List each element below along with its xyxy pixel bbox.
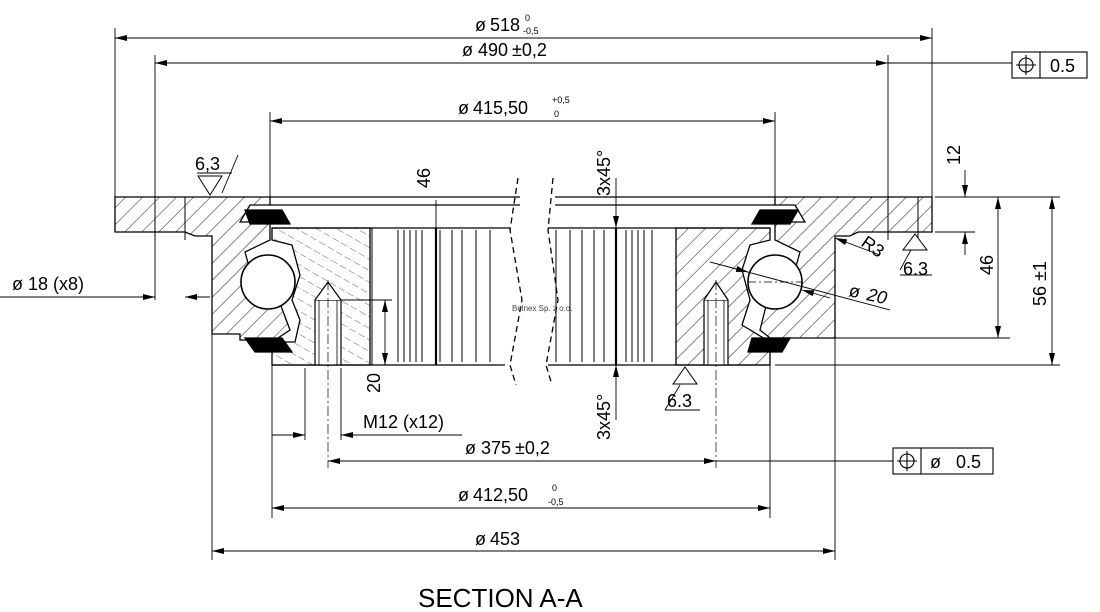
dim-d453-value: 453 (490, 529, 520, 549)
gear-teeth-right (555, 228, 677, 365)
dim-chamfer-bottom: 3x45° (594, 394, 614, 440)
dim-thread-text: M12 (x12) (363, 412, 444, 432)
dim-d375-symbol: ø (465, 438, 476, 458)
dim-height-total: 56 ±1 (1030, 261, 1050, 306)
seal-top-right (750, 209, 800, 225)
tolerance-frame-bottom (892, 447, 994, 475)
dim-radius: R3 (858, 232, 888, 262)
bearing-section (114, 177, 933, 468)
roughness-symbol-right (902, 233, 928, 251)
dim-d415-tol-lower: 0 (554, 109, 559, 119)
dim-d518-value: 518 (490, 15, 520, 35)
seal-bottom-right (747, 337, 792, 353)
dim-ball-value: 20 (864, 284, 889, 308)
dim-d490-tol: ±0,2 (512, 40, 547, 60)
dim-d453-symbol: ø (475, 529, 486, 549)
dim-holes-text: 18 (x8) (28, 274, 84, 294)
dim-ball-symbol: ø (847, 280, 862, 302)
dim-d375-tol: ±0,2 (515, 438, 550, 458)
watermark: Belnex Sp. z o.o. (512, 304, 572, 313)
dim-d415-tol-upper: +0,5 (552, 95, 570, 105)
dim-d375-value: 375 (481, 438, 511, 458)
dim-d412-tol-upper: 0 (552, 483, 557, 493)
tolerance-bottom-diameter: ø (930, 452, 941, 472)
dim-flange-12: 12 (944, 145, 964, 165)
outer-ring-left (114, 196, 291, 341)
break-line-left (509, 177, 523, 386)
dim-chamfer-top: 3x45° (594, 150, 614, 196)
tolerance-top-value: 0.5 (1050, 56, 1075, 76)
ball-left (240, 254, 296, 310)
dim-d415-symbol: ø (458, 98, 469, 118)
dim-d412-value: 412,50 (473, 485, 528, 505)
dim-d490-symbol: ø (462, 40, 473, 60)
seal-top-left (244, 209, 292, 225)
dim-d518-tol-upper: 0 (525, 13, 530, 23)
gear-teeth-left (371, 228, 491, 365)
dim-thread-depth: 20 (364, 373, 384, 393)
tolerance-bottom-value: 0.5 (956, 452, 981, 472)
dim-height-46-right: 46 (977, 255, 997, 275)
break-line-right (545, 177, 559, 386)
tolerance-frame-top (1011, 51, 1088, 79)
dim-d518-symbol: ø (475, 15, 486, 35)
dim-d518-tol-lower: -0,5 (523, 26, 539, 36)
dim-holes-symbol: ø (12, 274, 23, 294)
roughness-symbol-left (197, 175, 223, 196)
threaded-hole-right (703, 280, 729, 468)
roughness-symbols (197, 175, 928, 385)
dimension-lines (0, 28, 1060, 560)
section-title: SECTION A-A (418, 583, 583, 612)
dim-d412-symbol: ø (458, 485, 469, 505)
dimension-texts: ø 518 0 -0,5 ø 490 ±0,2 ø 415,50 +0,5 0 … (12, 13, 1075, 612)
roughness-right-value: 6.3 (903, 259, 928, 279)
dim-d415-value: 415,50 (473, 98, 528, 118)
dim-d490-value: 490 (478, 40, 508, 60)
roughness-symbol-bottom (672, 366, 698, 385)
threaded-hole-left (314, 280, 342, 468)
roughness-left-value: 6,3 (195, 154, 220, 174)
dim-height-46-center: 46 (414, 168, 434, 188)
dim-d412-tol-lower: -0,5 (548, 497, 564, 507)
seal-bottom-left (243, 337, 294, 353)
roughness-bottom-value: 6.3 (667, 391, 692, 411)
